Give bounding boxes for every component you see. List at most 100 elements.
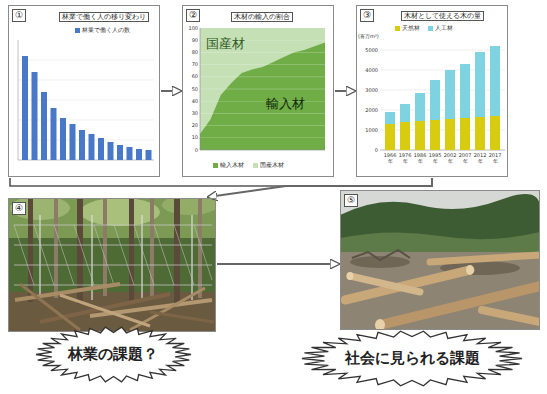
axis-tick: 90: [192, 37, 198, 43]
timber-chart-part: [430, 80, 440, 120]
axis-year: 2017年: [488, 152, 502, 164]
forest-photo-part: [150, 312, 214, 322]
forest-photo-part: [174, 198, 180, 304]
callout-number: ②: [186, 9, 200, 22]
label-slot: 70: [192, 61, 198, 67]
timber-chart-part: [385, 112, 395, 124]
flow-arrow: [217, 263, 339, 265]
import-chart-part: [200, 52, 325, 53]
forest-photo-part: [162, 198, 216, 215]
legend-text: 天然林: [402, 25, 420, 32]
timber-chart-part: [460, 64, 470, 118]
forest-photo-part: [54, 198, 58, 298]
starburst-label: 社会に見られる課題: [302, 331, 522, 386]
photo-panel: ⑤: [340, 190, 540, 330]
label-slot: 1976年: [398, 152, 412, 164]
axis-tick: 30: [192, 110, 198, 116]
worker-chart-part: [22, 56, 28, 160]
axis-year: 1976年: [398, 152, 412, 164]
label-slot: 40: [192, 98, 198, 104]
forest-photo-part: [103, 198, 107, 296]
axis-tick: 0: [375, 147, 378, 153]
callout-number: ④: [12, 202, 26, 215]
photo-panel: ④: [8, 198, 216, 332]
text-slot: ③: [360, 9, 374, 22]
legend-swatch: [75, 28, 80, 33]
flow-arrow: [335, 90, 355, 92]
chart-title: 林業で働く人の移り変わり: [59, 12, 149, 22]
chart-panel: ② 木材の輸入の割合: [182, 5, 334, 177]
timber-chart-part: [415, 93, 425, 121]
flood-photo-part: [350, 276, 420, 292]
timber-chart-part: [380, 90, 505, 91]
legend-text: 人工林: [435, 25, 453, 32]
label-slot: 100: [188, 25, 198, 31]
label-slot: 50: [192, 86, 198, 92]
forest-photo-part: [14, 245, 212, 246]
bracket-line: [10, 178, 286, 186]
timber-chart-part: [380, 150, 505, 151]
import-chart: [200, 28, 325, 150]
forest-photo-part: [20, 284, 80, 330]
timber-chart-part: [400, 122, 410, 150]
worker-chart-part: [18, 80, 154, 81]
text-slot: ④: [12, 202, 26, 215]
import-chart-part: [200, 28, 325, 150]
import-chart-part: [200, 43, 325, 150]
import-chart-part: [200, 113, 325, 114]
import-chart-part: [200, 76, 325, 77]
timber-chart: [380, 46, 505, 150]
axis-tick: 70: [192, 61, 198, 67]
axis-tick: 4000: [365, 67, 378, 73]
forest-photo-part: [129, 198, 134, 302]
label-slot: 60: [192, 73, 198, 79]
flood-photo-part: [482, 310, 540, 322]
label-slot: 2000: [365, 107, 378, 113]
legend-item: 輸入木材: [213, 162, 244, 169]
legend-swatch: [213, 163, 218, 168]
axis-tick: 100: [188, 25, 198, 31]
axis-unit: (百万m³): [358, 33, 379, 39]
starburst-text: 社会に見られる課題: [345, 349, 480, 368]
timber-chart-part: [445, 70, 455, 119]
starburst-outline: [36, 327, 191, 382]
worker-chart-part: [108, 142, 114, 160]
import-chart-part: [200, 89, 325, 90]
timber-chart-part: [380, 110, 505, 111]
flood-photo-part: [466, 265, 474, 275]
axis-tick: 10: [192, 134, 198, 140]
label-slot: 90: [192, 37, 198, 43]
worker-chart-part: [18, 100, 154, 101]
label-slot: 4000: [365, 67, 378, 73]
label-slot: 30: [192, 110, 198, 116]
flood-photo-part: [340, 190, 540, 330]
worker-chart-part: [146, 150, 152, 160]
label-slot: 2007年: [458, 152, 472, 164]
axis-year: 2012年: [473, 152, 487, 164]
worker-chart-part: [18, 140, 154, 141]
axis-tick: 40: [192, 98, 198, 104]
flow-arrow: [208, 178, 432, 197]
legend-swatch: [428, 26, 433, 31]
starburst-outline: [302, 331, 522, 386]
forest-photo-part: [60, 295, 150, 326]
label-slot: (百万m³): [358, 33, 379, 39]
label-slot: 3000: [365, 87, 378, 93]
forest-photo-part: [191, 215, 192, 300]
label-slot: 輸入材: [266, 96, 305, 112]
flood-photo-part: [340, 252, 540, 330]
worker-chart-part: [70, 124, 76, 160]
axis-tick: 2000: [365, 107, 378, 113]
text-slot: 社会に見られる課題: [345, 349, 480, 368]
worker-chart-part: [41, 92, 47, 160]
axis-tick: 0: [195, 147, 198, 153]
flood-photo-part: [375, 319, 385, 330]
chart-title: 木材の輸入の割合: [231, 12, 293, 22]
import-chart-part: [200, 125, 325, 126]
starburst-label: 林業の課題？: [36, 327, 191, 382]
timber-chart-part: [475, 117, 485, 150]
text-slot: ②: [186, 9, 200, 22]
worker-chart-part: [136, 149, 142, 160]
legend-item: 人工林: [428, 25, 453, 32]
